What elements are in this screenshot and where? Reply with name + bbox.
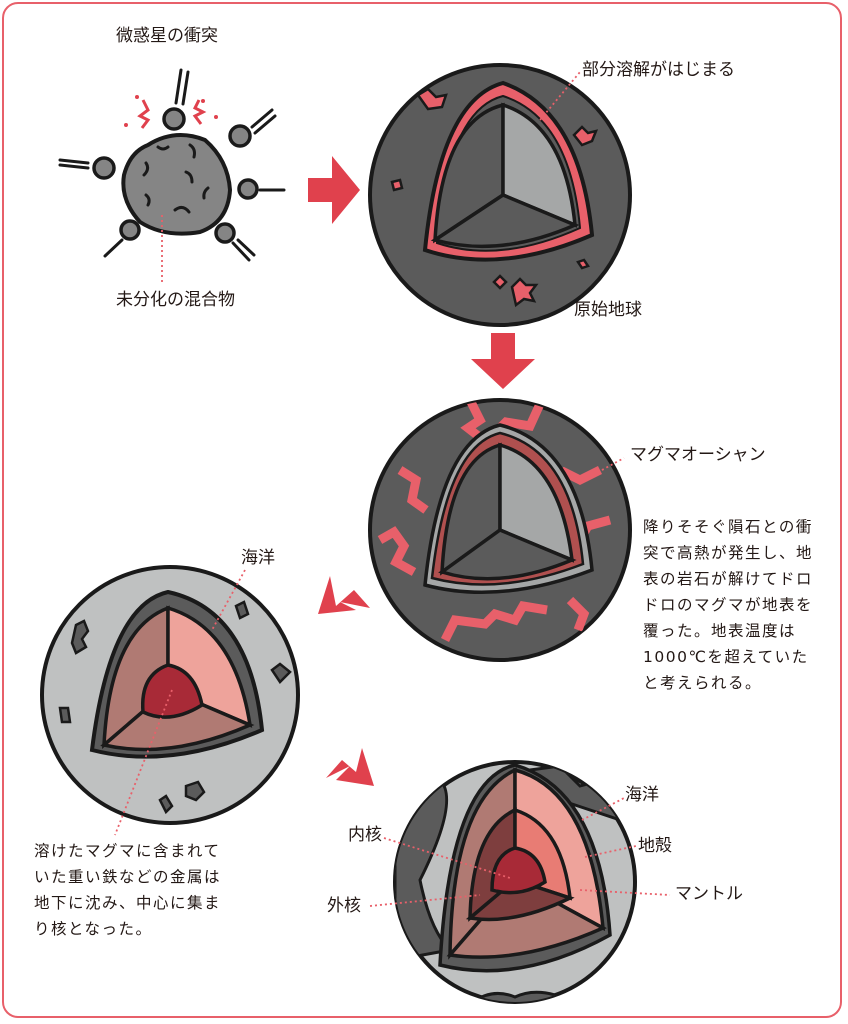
core-formation-description: 溶けたマグマに含まれて いた重い鉄などの金属は 地下に沈み、中心に集ま り核とな… [34,842,222,938]
partial-melting-label: 部分溶解がはじまる [582,60,735,80]
core-formation-illustration [40,565,300,836]
proto-earth-label: 原始地球 [574,300,642,320]
mantle-label: マントル [675,884,743,904]
undifferentiated-mixture-label: 未分化の混合物 [116,290,235,310]
magma-ocean-illustration [368,398,632,662]
magma-ocean-description: 降りそそぐ隕石との衝 突で高熱が発生し、地 表の岩石が解けてドロ ドロのマグマが… [643,518,814,692]
arrow-down-icon [471,333,535,389]
proto-earth-illustration [368,63,632,327]
impact-spark-icon [137,99,207,129]
motion-lines [58,68,286,262]
planetesimal-collision-title: 微惑星の衝突 [116,26,218,46]
ocean-label: 海洋 [625,785,659,805]
inner-core-label: 内核 [348,825,382,845]
arrow-right-icon [308,156,360,224]
arrow-down-left-icon [318,576,370,614]
magma-ocean-label: マグマオーシャン [630,445,766,465]
outer-core-label: 外核 [327,896,361,916]
modern-earth-illustration [369,760,671,1004]
ocean-label-core-stage: 海洋 [241,548,275,568]
crust-label: 地殻 [638,836,672,856]
inner-core [490,846,547,895]
planetesimal-body [121,133,233,236]
crater-marks [142,143,210,214]
arrow-down-right-icon [326,748,374,786]
planetesimal-illustration [58,68,286,285]
impactor-rocks [92,107,259,244]
